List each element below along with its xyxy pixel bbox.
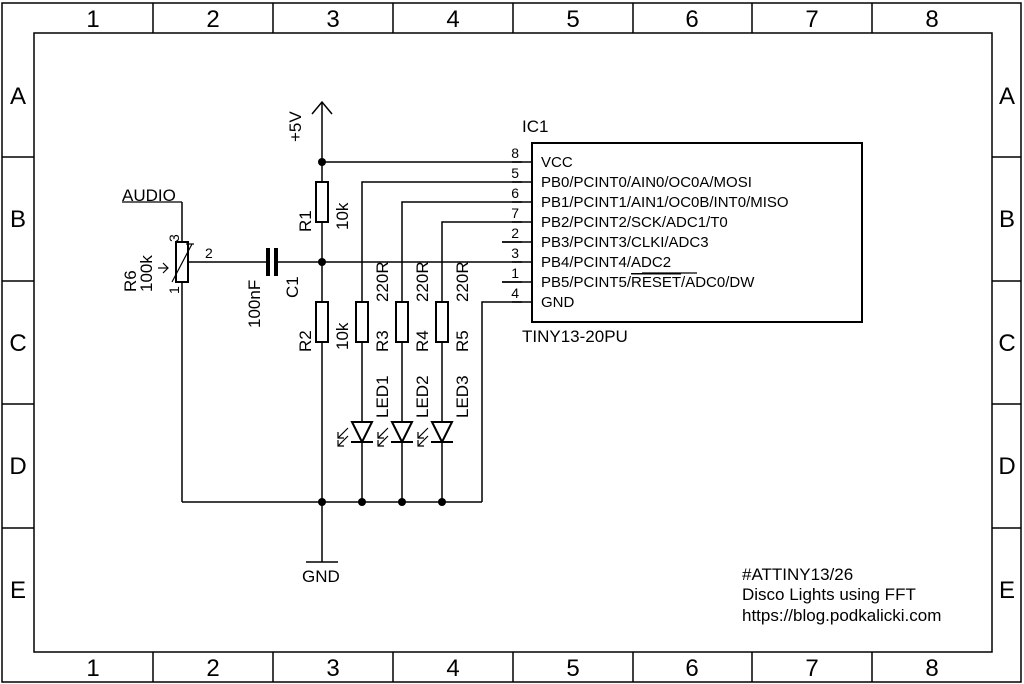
note-line-1: #ATTINY13/26 — [742, 565, 853, 584]
ic-ref: IC1 — [522, 117, 548, 136]
ic-pin-num-6: 6 — [511, 185, 519, 201]
ic-pin-name-pb0: PB0/PCINT0/AIN0/OC0A/MOSI — [541, 174, 752, 191]
resistor-r5 — [435, 301, 449, 343]
c1-ref: C1 — [283, 276, 302, 298]
led3-ref: LED3 — [453, 375, 472, 418]
resistor-r3 — [355, 301, 369, 343]
ic-pin-name-pb4: PB4/PCINT4/ADC2 — [541, 254, 671, 271]
frame-row-left-a: A — [10, 83, 26, 110]
frame-row-left-c: C — [9, 330, 26, 357]
frame-col-bottom-7: 7 — [805, 655, 818, 682]
note-line-2: Disco Lights using FFT — [742, 585, 916, 604]
r3-ref: R3 — [373, 330, 392, 352]
ic-body — [531, 142, 863, 323]
frame-row-right-a: A — [999, 83, 1015, 110]
led-led3 — [417, 421, 454, 447]
resistor-r2 — [315, 301, 329, 343]
capacitor-c1 — [266, 248, 278, 276]
led1-ref: LED1 — [373, 375, 392, 418]
r1-ref: R1 — [296, 210, 315, 232]
frame-row-right-b: B — [999, 206, 1015, 233]
ic-pin-name-vcc: VCC — [541, 154, 573, 171]
frame-col-top-1: 1 — [86, 6, 99, 33]
r6-value: 100k — [137, 255, 156, 292]
ic-pin-num-7: 7 — [511, 205, 519, 221]
ic-pin-num-3: 3 — [511, 245, 519, 261]
frame-col-bottom-5: 5 — [566, 655, 579, 682]
ic-pin-num-4: 4 — [511, 285, 519, 301]
r5-ref: R5 — [453, 330, 472, 352]
audio-net-label: AUDIO — [122, 186, 176, 205]
r3-value: 220R — [373, 261, 392, 302]
ic-pin-name-pb5: PB5/PCINT5/RESET/ADC0/DW — [541, 274, 755, 291]
led2-ref: LED2 — [413, 375, 432, 418]
r2-ref: R2 — [296, 330, 315, 352]
frame-col-top-7: 7 — [805, 6, 818, 33]
frame-col-bottom-6: 6 — [685, 655, 698, 682]
frame-col-bottom-2: 2 — [206, 655, 219, 682]
r6-ref: R6 — [121, 270, 140, 292]
reset-overline-text: RESET — [631, 274, 681, 291]
frame-col-bottom-3: 3 — [326, 655, 339, 682]
frame-col-top-4: 4 — [446, 6, 459, 33]
frame-row-right-c: C — [998, 330, 1015, 357]
frame-col-top-2: 2 — [206, 6, 219, 33]
frame-row-left-d: D — [9, 453, 26, 480]
ic-pin-name-pb3: PB3/PCINT3/CLKI/ADC3 — [541, 234, 709, 251]
ic-pin-num-1: 1 — [511, 265, 519, 281]
led-led1 — [337, 421, 374, 447]
r5-value: 220R — [453, 261, 472, 302]
ic-pin-num-2: 2 — [511, 225, 519, 241]
note-line-3: https://blog.podkalicki.com — [742, 606, 941, 625]
r1-value: 10k — [333, 202, 352, 230]
ic-pin-num-5: 5 — [511, 165, 519, 181]
resistor-r1 — [315, 181, 329, 223]
vcc-label: +5V — [286, 111, 305, 142]
c1-value: 100nF — [245, 280, 264, 328]
r4-value: 220R — [413, 261, 432, 302]
ic-pin-name-pb2: PB2/PCINT2/SCK/ADC1/T0 — [541, 214, 728, 231]
ic-pin-stubs — [502, 161, 532, 303]
r6-pin-2: 2 — [205, 245, 213, 261]
potentiometer-r6 — [158, 241, 194, 283]
frame-col-bottom-4: 4 — [446, 655, 459, 682]
frame-col-top-5: 5 — [566, 6, 579, 33]
frame-row-right-e: E — [999, 577, 1015, 604]
frame-row-left-b: B — [10, 206, 26, 233]
r2-value: 10k — [333, 322, 352, 350]
frame-col-top-3: 3 — [326, 6, 339, 33]
r6-pin-3: 3 — [166, 234, 182, 242]
frame-col-top-8: 8 — [925, 6, 938, 33]
frame-row-left-e: E — [10, 577, 26, 604]
frame-col-top-6: 6 — [685, 6, 698, 33]
led-led2 — [377, 421, 414, 447]
ic-pin-num-8: 8 — [511, 145, 519, 161]
r6-pin-1: 1 — [166, 286, 182, 294]
ic-pin-name-gnd: GND — [541, 294, 575, 311]
frame-col-bottom-8: 8 — [925, 655, 938, 682]
resistor-r4 — [395, 301, 409, 343]
frame-row-right-d: D — [998, 453, 1015, 480]
frame-col-bottom-1: 1 — [86, 655, 99, 682]
r4-ref: R4 — [413, 330, 432, 352]
ic-part: TINY13-20PU — [522, 327, 628, 346]
junctions — [318, 158, 446, 506]
ic-pin-name-pb1: PB1/PCINT1/AIN1/OC0B/INT0/MISO — [541, 194, 789, 211]
gnd-label: GND — [302, 567, 340, 586]
